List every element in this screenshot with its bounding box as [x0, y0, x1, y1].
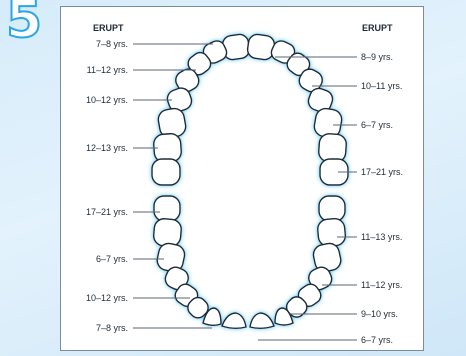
- erupt-label-left-4: 12–13 yrs.: [86, 143, 128, 153]
- erupt-label-left-1: 7–8 yrs.: [96, 39, 128, 49]
- erupt-label-right-7: 9–10 yrs.: [361, 309, 398, 319]
- leader-lines: [133, 44, 357, 340]
- erupt-label-right-3: 6–7 yrs.: [361, 120, 393, 130]
- erupt-label-left-6: 6–7 yrs.: [96, 254, 128, 264]
- erupt-label-right-4: 17–21 yrs.: [361, 167, 403, 177]
- tooth-lower-second-molar-left: [153, 218, 182, 247]
- tooth-upper-third-molar-left: [152, 159, 180, 185]
- erupt-label-left-2: 11–12 yrs.: [87, 65, 128, 75]
- erupt-label-right-5: 11–13 yrs.: [361, 232, 402, 242]
- tooth-lower-central-incisor-left: [222, 313, 246, 328]
- header-left: ERUPT: [93, 23, 124, 33]
- tooth-lower-second-molar-right: [317, 218, 346, 247]
- erupt-label-right-8: 6–7 yrs.: [361, 335, 393, 345]
- erupt-label-right-2: 10–11 yrs.: [361, 81, 402, 91]
- tooth-lower-third-molar-left: [154, 196, 180, 221]
- tooth-lower-third-molar-right: [319, 196, 345, 221]
- erupt-label-right-6: 11–12 yrs.: [361, 280, 402, 290]
- tooth-lower-central-incisor-right: [250, 313, 274, 328]
- erupt-label-left-7: 10–12 yrs.: [86, 293, 128, 303]
- erupt-label-left-8: 7–8 yrs.: [96, 323, 128, 333]
- header-right: ERUPT: [362, 23, 393, 33]
- erupt-label-left-3: 10–12 yrs.: [86, 95, 128, 105]
- tooth-upper-central-incisor-right: [246, 33, 275, 60]
- erupt-label-left-5: 17–21 yrs.: [86, 207, 128, 217]
- erupt-label-right-1: 8–9 yrs.: [361, 52, 393, 62]
